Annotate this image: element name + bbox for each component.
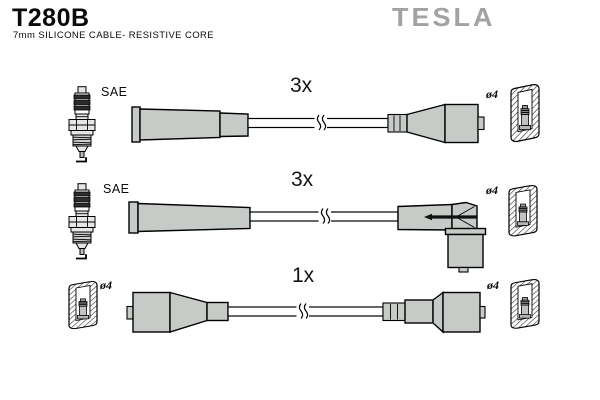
- break-symbol: [317, 207, 332, 227]
- row2-quantity-label: 3x: [291, 168, 314, 191]
- break-symbol: [313, 114, 328, 133]
- row1-sae-label: SAE: [101, 85, 128, 99]
- spark-plug-icon: [68, 182, 96, 260]
- terminal-cup-icon: [508, 184, 538, 237]
- row2-cable-assembly: [68, 182, 538, 273]
- row3-left-diameter-label: ø4: [100, 278, 112, 292]
- row1-quantity-label: 3x: [290, 74, 313, 97]
- coil-boot-left: [126, 291, 229, 333]
- distributor-boot: [387, 103, 485, 144]
- elbow-boot: [397, 201, 487, 273]
- coil-boot-right: [382, 291, 486, 334]
- part-number: T280B: [12, 4, 90, 32]
- spark-plug-boot: [131, 106, 249, 143]
- cable-spec-subtitle: 7mm SILICONE CABLE- RESISTIVE CORE: [13, 30, 215, 41]
- row2-sae-label: SAE: [103, 182, 130, 196]
- row1-cable-assembly: [68, 83, 540, 163]
- terminal-cup-icon: [68, 280, 98, 330]
- spark-plug-boot: [128, 201, 251, 234]
- tesla-brand-logo: TESLA: [392, 3, 496, 32]
- row3-cable-assembly: [68, 278, 540, 334]
- row3-quantity-label: 1x: [292, 264, 315, 287]
- row1-diameter-label: ø4: [486, 87, 498, 101]
- terminal-cup-icon: [510, 278, 540, 329]
- terminal-cup-icon: [510, 83, 540, 143]
- break-symbol: [295, 302, 310, 322]
- row3-right-diameter-label: ø4: [487, 278, 499, 292]
- row2-diameter-label: ø4: [486, 183, 498, 197]
- spark-plug-icon: [68, 85, 96, 163]
